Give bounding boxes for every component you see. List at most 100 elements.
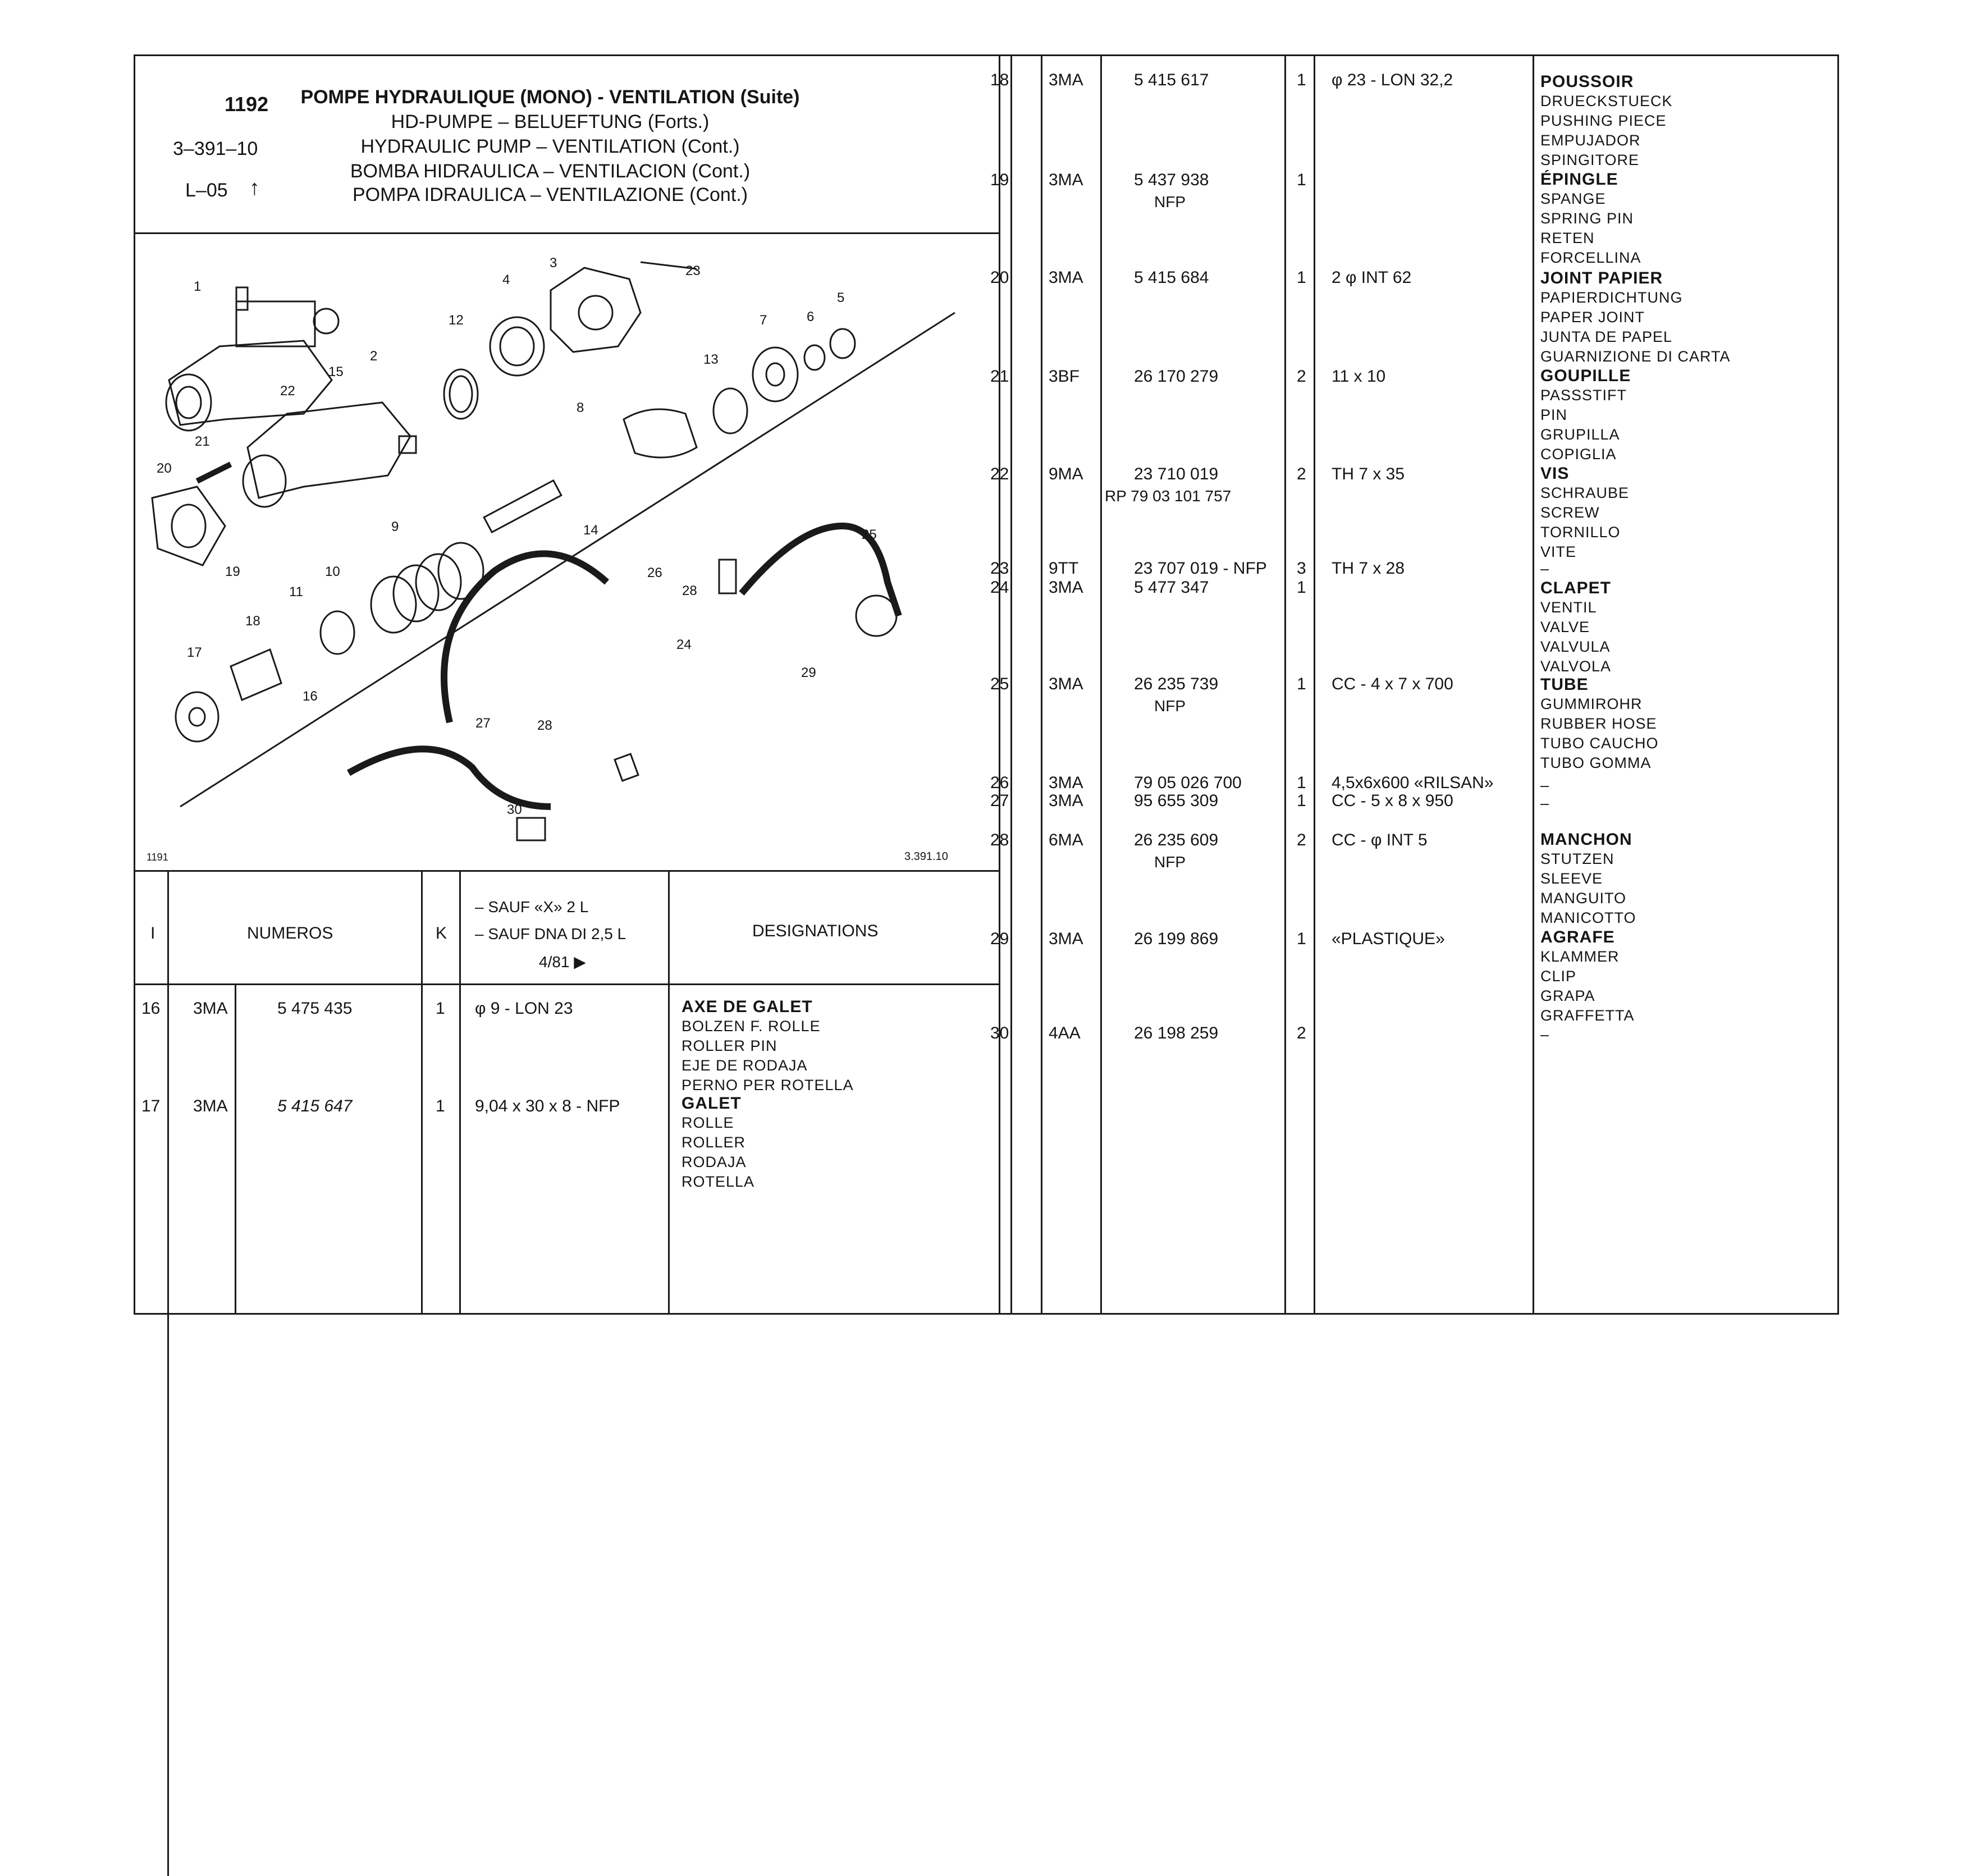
diagram-code-right: 3.391.10: [904, 850, 948, 863]
row-index: 18: [990, 71, 1009, 89]
row-number: 5 415 647: [277, 1097, 353, 1115]
row-index: 27: [990, 791, 1009, 810]
row-spec: 9,04 x 30 x 8 - NFP: [475, 1097, 620, 1115]
row-number-note: RP 79 03 101 757: [1105, 487, 1232, 505]
col-sep: [1314, 54, 1315, 1315]
col-sep: [1100, 54, 1102, 1315]
row-qty: 2: [1297, 831, 1306, 849]
col-header-condition-2: – SAUF DNA DI 2,5 L: [475, 925, 626, 942]
callout-label: 14: [583, 523, 598, 538]
row-number: 95 655 309: [1134, 791, 1219, 810]
col-header-condition-3: 4/81 ▶: [539, 953, 586, 971]
row-number-note: NFP: [1154, 697, 1186, 715]
callout-label: 23: [685, 263, 701, 278]
col-sep: [1533, 54, 1534, 1315]
title-fr: POMPE HYDRAULIQUE (MONO) - VENTILATION (…: [300, 86, 800, 108]
row-qty: 1: [1297, 791, 1306, 810]
row-qty: 1: [436, 999, 445, 1018]
row-code: 3BF: [1049, 367, 1080, 386]
callout-label: 5: [837, 290, 845, 305]
row-qty: 1: [1297, 171, 1306, 189]
callout-label: 17: [187, 645, 202, 660]
pump-body-1: [165, 286, 340, 432]
col-header-condition-1: – SAUF «X» 2 L: [475, 898, 589, 916]
row-spec: TH 7 x 28: [1332, 559, 1405, 578]
section-sep: [1010, 54, 1012, 1315]
row-number: 5 415 684: [1134, 268, 1209, 287]
row-qty: 1: [1297, 578, 1306, 597]
row-qty: 2: [1297, 465, 1306, 483]
title-de: HD-PUMPE – BELUEFTUNG (Forts.): [391, 111, 710, 132]
callout-label: 28: [537, 718, 552, 733]
row-code: 3MA: [1049, 675, 1083, 693]
callout-label: 4: [502, 272, 510, 287]
diagram-code-left: 1191: [147, 852, 168, 863]
table-header-divider: [134, 983, 1000, 985]
callout-label: 26: [647, 565, 662, 580]
callout-label: 13: [703, 352, 719, 367]
callout-label: 29: [801, 665, 816, 680]
callout-label: 27: [475, 716, 491, 731]
col-sep: [1041, 54, 1042, 1315]
row-spec: CC - φ INT 5: [1332, 831, 1428, 849]
row-spec: 4,5x6x600 «RILSAN»: [1332, 774, 1494, 792]
row-spec: «PLASTIQUE»: [1332, 930, 1445, 948]
callout-label: 20: [157, 461, 172, 476]
page-frame: [134, 54, 1839, 1315]
row-code: 3MA: [1049, 930, 1083, 948]
row-index: 23: [990, 559, 1009, 578]
row-code: 3MA: [1049, 578, 1083, 597]
row-spec: φ 9 - LON 23: [475, 999, 573, 1018]
row-index: 17: [141, 1097, 161, 1115]
row-code: 4AA: [1049, 1024, 1081, 1042]
callout-label: 1: [194, 279, 202, 294]
header-divider: [134, 232, 1000, 234]
row-code: 9MA: [1049, 465, 1083, 483]
row-number: 26 198 259: [1134, 1024, 1219, 1042]
callout-label: 6: [807, 309, 815, 324]
row-qty: 1: [1297, 71, 1306, 89]
row-code: 3MA: [1049, 774, 1083, 792]
row-index: 29: [990, 930, 1009, 948]
diagram-divider: [134, 870, 1000, 872]
row-spec: TH 7 x 35: [1332, 465, 1405, 483]
row-number: 26 235 739: [1134, 675, 1219, 693]
up-arrow-icon: ↑: [249, 176, 260, 200]
row-number: 79 05 026 700: [1134, 774, 1242, 792]
callout-label: 7: [760, 313, 767, 328]
row-number: 5 437 938: [1134, 171, 1209, 189]
row-code: 3MA: [1049, 791, 1083, 810]
col-sep: [1284, 54, 1286, 1315]
row-spec: CC - 4 x 7 x 700: [1332, 675, 1453, 693]
row-qty: 1: [1297, 675, 1306, 693]
callout-label: 21: [195, 434, 210, 449]
row-designation: –: [1540, 560, 1550, 577]
row-index: 22: [990, 465, 1009, 483]
row-code: 3MA: [1049, 171, 1083, 189]
callout-label: 8: [577, 400, 584, 415]
callout-label: 28: [682, 583, 697, 598]
col-header-index: I: [150, 924, 155, 942]
row-number: 5 475 435: [277, 999, 353, 1018]
callout-label: 19: [225, 564, 240, 579]
callout-label: 25: [862, 527, 877, 542]
row-number: 23 710 019: [1134, 465, 1219, 483]
row-code: 3MA: [193, 999, 228, 1018]
callout-label: 9: [391, 519, 399, 534]
col-sep: [668, 870, 670, 1315]
row-number: 5 415 617: [1134, 71, 1209, 89]
row-number: 26 235 609: [1134, 831, 1219, 849]
row-designation: GALET ROLLE ROLLER RODAJA ROTELLA: [681, 1094, 755, 1190]
row-index: 21: [990, 367, 1009, 386]
title-it: POMPA IDRAULICA – VENTILAZIONE (Cont.): [352, 184, 748, 205]
row-designation: –: [1540, 777, 1550, 794]
row-spec: 2 φ INT 62: [1332, 268, 1412, 287]
row-code: 6MA: [1049, 831, 1083, 849]
title-es: BOMBA HIDRAULICA – VENTILACION (Cont.): [350, 161, 751, 182]
